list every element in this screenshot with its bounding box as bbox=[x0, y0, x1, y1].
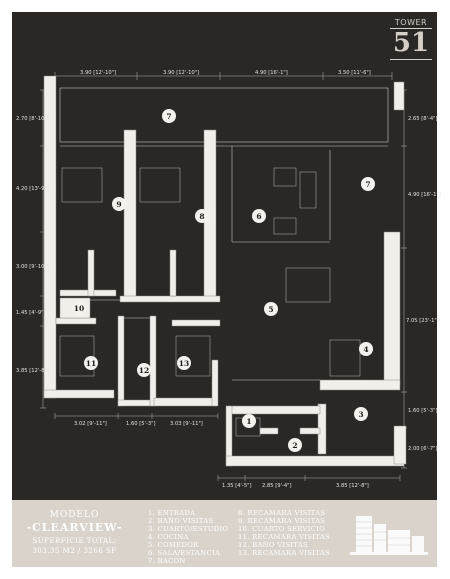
svg-text:12: 12 bbox=[139, 366, 149, 375]
dim-left-5: 3.85 [12'-8"] bbox=[16, 368, 49, 374]
surface-value: 303.35 M2 / 3266 SF bbox=[32, 547, 117, 555]
dim-bottom-left-3: 3.03 [9'-11"] bbox=[170, 421, 203, 427]
svg-text:11: 11 bbox=[86, 359, 96, 368]
legend-item-9: 9. RECAMARA VISITAS bbox=[238, 517, 326, 525]
surface-label: SUPERFICIE TOTAL: bbox=[32, 537, 117, 545]
building-illustration bbox=[350, 516, 428, 555]
dim-right-2: 4.90 [16'-1"] bbox=[408, 192, 441, 198]
legend-item-7: 7. BACON bbox=[148, 557, 186, 565]
legend-item-1: 1. ENTRADA bbox=[148, 509, 196, 517]
room-marker-7-right: 7 bbox=[361, 177, 375, 191]
room-marker-11: 11 bbox=[84, 356, 98, 370]
furniture bbox=[59, 167, 361, 437]
logo-rule-bottom bbox=[390, 59, 432, 60]
room-marker-13: 13 bbox=[177, 356, 191, 370]
room-marker-12: 12 bbox=[137, 363, 151, 377]
svg-text:3: 3 bbox=[358, 410, 363, 419]
tower-51-logo: TOWER 51 bbox=[390, 18, 432, 70]
svg-text:7: 7 bbox=[365, 180, 370, 189]
room-marker-1: 1 bbox=[242, 414, 256, 428]
model-name: -CLEARVIEW- bbox=[26, 521, 123, 534]
room-marker-3: 3 bbox=[354, 407, 368, 421]
logo-number: 51 bbox=[392, 28, 430, 58]
dim-top-4: 3.50 [11'-6"] bbox=[338, 70, 371, 76]
dim-bottom-right-2: 2.85 [9'-4"] bbox=[262, 483, 292, 489]
svg-text:13: 13 bbox=[179, 359, 189, 368]
dim-left-1: 2.70 [8'-10"] bbox=[16, 116, 49, 122]
dim-right-5: 2.00 [6'-7"] bbox=[408, 446, 438, 452]
legend-item-3: 3. CUARTO/ESTUDIO bbox=[148, 525, 229, 533]
room-marker-7-top: 7 bbox=[162, 109, 176, 123]
svg-text:4: 4 bbox=[363, 345, 368, 354]
legend-item-13: 13. RECAMARA VISITAS bbox=[238, 549, 330, 557]
room-marker-2: 2 bbox=[288, 438, 302, 452]
legend-item-10: 10. CUARTO SERVICIO bbox=[238, 525, 326, 533]
room-marker-6: 6 bbox=[252, 209, 266, 223]
dim-left-4: 1.45 [4'-9"] bbox=[16, 310, 46, 316]
dim-bottom-right-1: 1.35 [4'-5"] bbox=[222, 483, 252, 489]
svg-text:9: 9 bbox=[116, 200, 121, 209]
legend-item-8: 8. RECAMARA VISITAS bbox=[238, 509, 326, 517]
legend-item-4: 4. COCINA bbox=[148, 533, 189, 541]
legend-footer: MODELO -CLEARVIEW- SUPERFICIE TOTAL: 303… bbox=[12, 500, 437, 567]
legend-item-12: 12. BAÑO VISITAS bbox=[238, 541, 309, 549]
dim-left-2: 4.20 [13'-9"] bbox=[16, 186, 49, 192]
svg-text:2: 2 bbox=[292, 441, 297, 450]
room-marker-4: 4 bbox=[359, 342, 373, 356]
model-title: MODELO bbox=[49, 510, 100, 520]
dim-bottom-left-1: 3.02 [9'-11"] bbox=[74, 421, 107, 427]
svg-text:5: 5 bbox=[268, 305, 273, 314]
dim-top-2: 3.90 [12'-10"] bbox=[163, 70, 199, 76]
dim-left-3: 3.00 [9'-10"] bbox=[16, 264, 49, 270]
svg-text:7: 7 bbox=[166, 112, 171, 121]
dimension-labels: 3.90 [12'-10"] 3.90 [12'-10"] 4.90 [16'-… bbox=[16, 70, 441, 489]
svg-text:10: 10 bbox=[74, 304, 84, 313]
thin-walls bbox=[59, 87, 389, 381]
dim-top-3: 4.90 [16'-1"] bbox=[255, 70, 288, 76]
logo-tower-text: TOWER bbox=[394, 18, 428, 27]
room-marker-9: 9 bbox=[112, 197, 126, 211]
svg-text:1: 1 bbox=[246, 417, 251, 426]
dim-top-1: 3.90 [12'-10"] bbox=[80, 70, 116, 76]
logo-rule-top bbox=[390, 28, 432, 29]
room-markers: 1 2 3 4 5 6 7 7 8 9 10 11 12 13 bbox=[72, 109, 375, 452]
legend-item-11: 11. RECAMARA VISITAS bbox=[238, 533, 330, 541]
room-marker-8: 8 bbox=[195, 209, 209, 223]
dim-right-1: 2.65 [8'-4"] bbox=[408, 116, 438, 122]
room-marker-5: 5 bbox=[264, 302, 278, 316]
dim-right-4: 1.60 [5'-3"] bbox=[408, 408, 438, 414]
svg-text:8: 8 bbox=[199, 212, 204, 221]
dimension-lines bbox=[40, 72, 407, 481]
dim-bottom-right-3: 3.85 [12'-8"] bbox=[336, 483, 369, 489]
room-marker-10: 10 bbox=[72, 301, 86, 315]
legend-item-2: 2. BAÑO VISITAS bbox=[148, 517, 214, 525]
legend-item-6: 6. SALA/ESTANCIA bbox=[148, 549, 221, 557]
svg-text:6: 6 bbox=[256, 212, 261, 221]
walls bbox=[43, 75, 407, 467]
dim-right-3: 7.05 [23'-1"] bbox=[406, 318, 439, 324]
legend-item-5: 5. COMEDOR bbox=[148, 541, 199, 549]
dim-bottom-left-2: 1.60 [5'-3"] bbox=[126, 421, 156, 427]
